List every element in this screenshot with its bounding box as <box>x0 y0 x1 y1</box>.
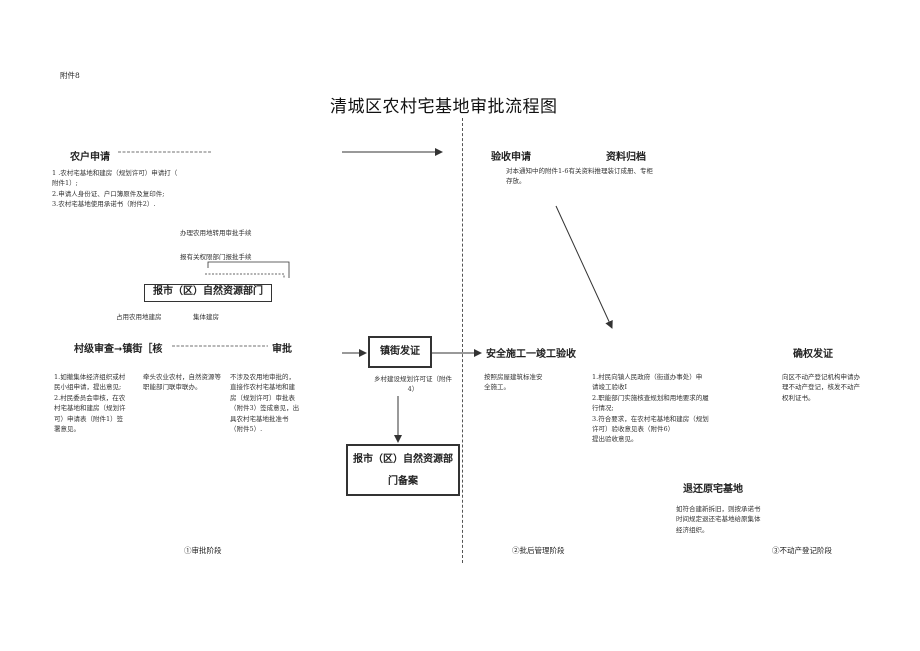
review-tail: 审批 <box>272 344 292 355</box>
apply-item: 3.农村宅基地使用承诺书（附件2）. <box>52 200 156 209</box>
village-item: 2.村民委员会审核，在农 <box>54 393 126 402</box>
acceptance-item: 许可）验收意见表（附件6） <box>592 424 675 433</box>
stage1-label: ①审批阶段 <box>184 546 222 555</box>
stage3-label: ③不动产登记阶段 <box>772 546 832 555</box>
acceptance-heading: 验收申请 <box>491 152 531 163</box>
acceptance-item: 1.村民向镇人民政府（街道办事处）申 <box>592 373 703 381</box>
bureau-bracket <box>207 261 290 278</box>
collective-note: 集体建房 <box>193 313 219 321</box>
permit-note: 乡村建设规划许可证（附件4） <box>374 375 452 394</box>
record-box: 报市（区）自然资源部门备案 <box>346 444 460 496</box>
apply-item: 附件1）; <box>52 179 78 188</box>
approval-item: 直接作农村宅基地和建 <box>230 383 295 392</box>
attachment-label: 附件8 <box>60 71 80 80</box>
confirm-text: 向区不动产登记机构申请办理不动产登记，核发不动产权利证书。 <box>782 373 860 402</box>
apply-item: 1 .农村宅基地和建房（规划许可）申请打（ <box>52 169 178 177</box>
village-item: 可）申请表（附件1）签 <box>54 414 124 423</box>
village-list: 1.如撤集体经济组织或村 民小组申请，提出意见; 2.村民委员会审核，在农 村宅… <box>54 372 126 434</box>
approval-item: 房（规划许可）审批表 <box>230 393 295 402</box>
apply-heading: 农户申请 <box>70 152 110 163</box>
acceptance-item: 提出验收意见。 <box>592 435 638 444</box>
acceptance-item: 行情况; <box>592 404 614 413</box>
village-item: 民小组申请，提出意见; <box>54 383 122 392</box>
acceptance-item: 请竣工验收Ⅰ <box>592 383 628 392</box>
archive-text: 对本通知中的附件1-6有关资料推理装订成册、专柜存放。 <box>506 167 653 186</box>
approval-item: 不涉及农用地审批的， <box>230 373 295 381</box>
forest-note: 报有关权限部门报批手续 <box>180 253 252 261</box>
apply-list: 1 .农村宅基地和建房（规划许可）申请打（ 附件1）; 2.申请人身份证、户口簿… <box>52 168 177 210</box>
stage-divider <box>462 118 463 563</box>
coord-text: 牵头农业农村，自然资源等职能部门联审联办。 <box>143 373 221 392</box>
farmland-note: 办理农用地转用审批手续 <box>180 229 252 237</box>
page-title: 清城区农村宅基地审批流程图 <box>330 97 558 117</box>
village-item: 1.如撤集体经济组织或村 <box>54 373 126 381</box>
approval-item: （附件5）. <box>230 424 263 433</box>
apply-item: 2.申请人身份证、户口簿原件及复印件; <box>52 189 165 198</box>
acceptance-item: 3.符合要求，在农村宅基地和建房（规划 <box>592 414 709 423</box>
approval-item: （附件3）签成意见，出 <box>230 404 300 413</box>
review-heading: 村级审查➞镇街［核 <box>74 344 163 355</box>
confirm-heading: 确权发证 <box>793 349 833 360</box>
village-item: 村宅基地和建房（规划许 <box>54 404 126 413</box>
acceptance-list: 1.村民向镇人民政府（街道办事处）申 请竣工验收Ⅰ 2.职能部门实施核查规划和用… <box>592 372 709 445</box>
return-heading: 退还原宅基地 <box>683 484 743 495</box>
return-text: 如符合建新拆旧，则按承诺书时间规定退还宅基地给原集体经济组织。 <box>676 505 761 534</box>
safety-text: 按照房屋建筑标准安全施工。 <box>484 373 543 392</box>
approval-list: 不涉及农用地审批的， 直接作农村宅基地和建 房（规划许可）审批表 （附件3）签成… <box>230 372 299 434</box>
approval-item: 具农村宅基地批准书 <box>230 414 289 423</box>
archive-heading: 资料归档 <box>606 152 646 163</box>
construction-heading: 安全施工一竣工验收 <box>486 349 576 360</box>
town-issue-box: 镇街发证 <box>368 336 432 368</box>
acceptance-item: 2.职能部门实施核查规划和用地要求的履 <box>592 393 709 402</box>
village-item: 署意见。 <box>54 424 80 433</box>
occupy-note: 占用农用地建房 <box>116 313 162 321</box>
stage2-label: ②批后管理阶段 <box>512 546 565 555</box>
bureau-box: 报市（区）自然资源部门 <box>144 284 272 302</box>
arrow-to-construction <box>555 205 613 329</box>
